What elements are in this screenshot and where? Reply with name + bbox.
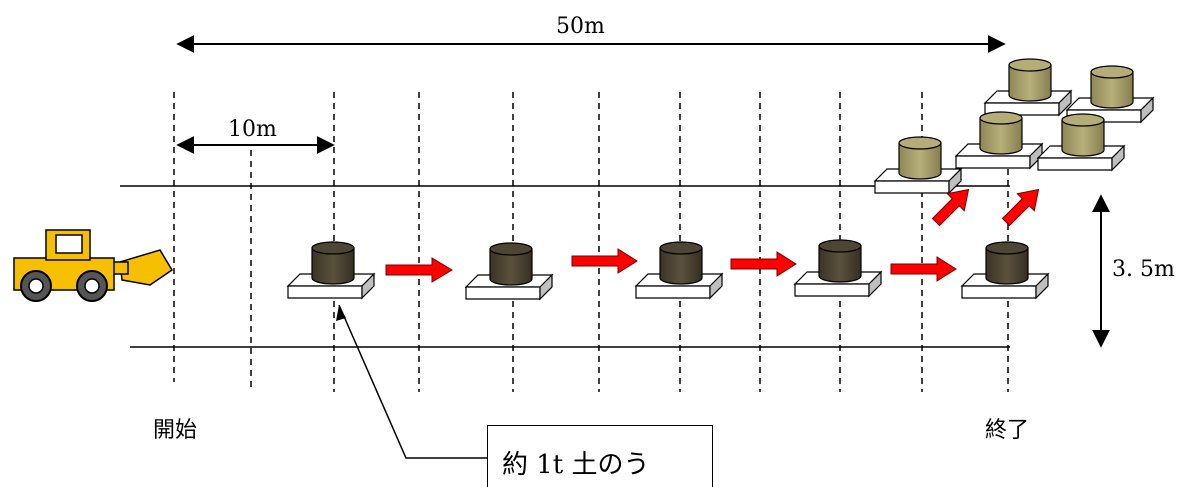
sandbag-callout-pointer [336,304,487,459]
sandbag-on-pallet [1065,65,1155,124]
sandbag-on-pallet [1036,113,1126,172]
sandbag-callout-label: 約 1t 土のう [502,450,650,480]
sandbag-on-pallet [793,239,883,298]
sandbag-on-pallet [634,241,724,300]
movement-arrow [730,251,797,277]
sandbag-on-pallet [960,241,1050,300]
movement-arrow [571,248,638,274]
movement-arrow [890,256,957,282]
movement-arrow [931,188,970,227]
sandbag-on-pallet [983,58,1073,117]
sandbag-on-pallet [286,241,376,300]
sandbag-on-pallet [954,111,1044,170]
sandbag-on-pallet [464,242,554,301]
movement-arrow [385,257,453,283]
width-label: 3. 5m [1112,257,1175,282]
movement-arrow [1001,188,1040,227]
wheel-loader-icon [13,229,174,302]
movement-arrows [385,188,1040,283]
sandbag-on-pallet [873,136,963,195]
end-label: 終了 [985,418,1030,443]
sandbag-callout-box: 約 1t 土のう [487,425,713,487]
start-label: 開始 [153,418,198,443]
total-distance-label: 50m [556,14,605,39]
interval-label: 10m [228,117,277,142]
